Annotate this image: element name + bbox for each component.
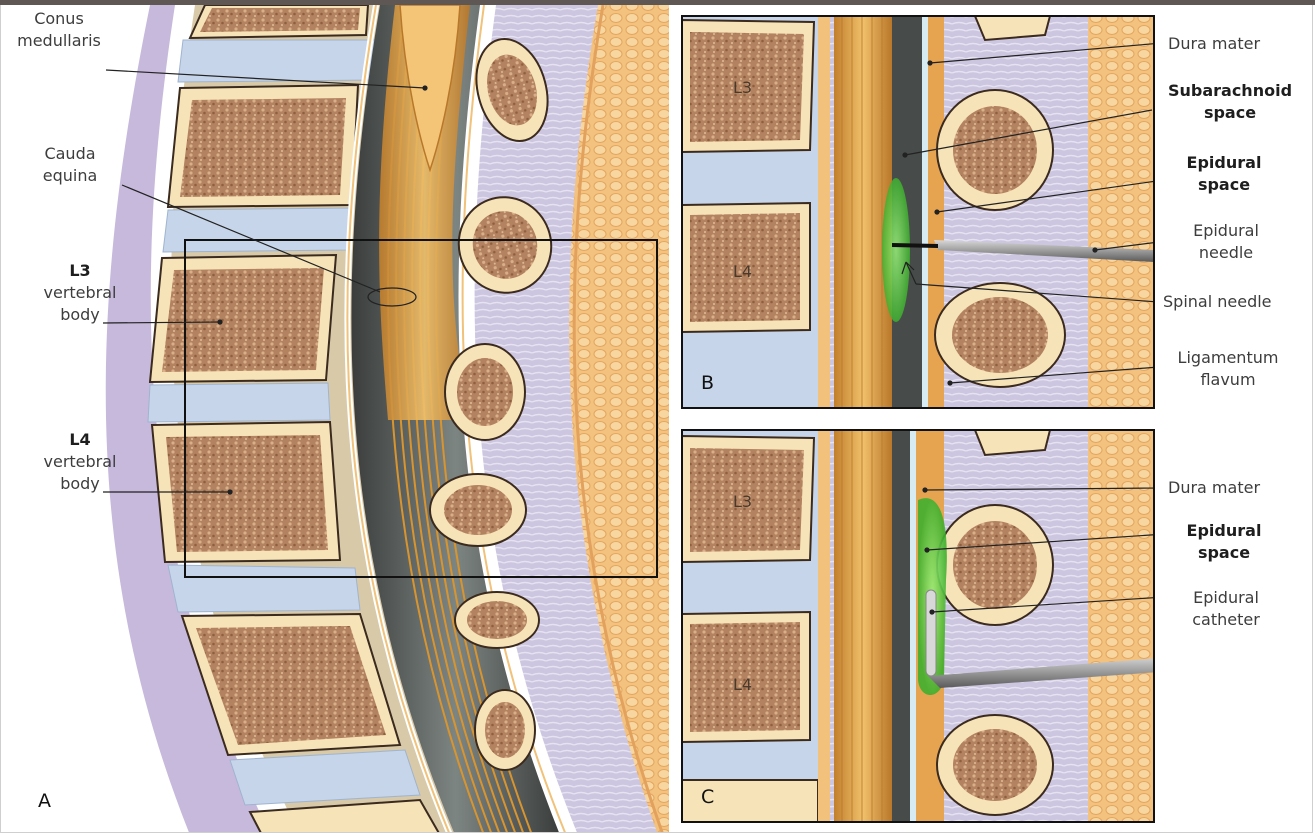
l4-label-line3: body (40, 473, 120, 495)
c-epidural-space-line2: space (1180, 542, 1268, 564)
l3-vertebral-body-label: L3 vertebral body (40, 260, 120, 326)
panel-b-letter: B (701, 372, 714, 394)
b-epidural-space-line1: Epidural (1180, 152, 1268, 174)
conus-medullaris-label: Conus medullaris (10, 8, 108, 52)
ligamentum-line2: flavum (1168, 369, 1288, 391)
panel-b-subarachnoid-label: Subarachnoid space (1160, 80, 1300, 124)
cauda-label-line1: Cauda (26, 143, 114, 165)
cauda-equina-label: Cauda equina (26, 143, 114, 187)
l4-label-line1: L4 (40, 429, 120, 451)
panel-b-epidural-space-label: Epidural space (1180, 152, 1268, 196)
panel-c-epidural-catheter-label: Epidural catheter (1180, 587, 1272, 631)
panel-c-l3-label: L3 (733, 492, 752, 511)
catheter-line2: catheter (1180, 609, 1272, 631)
l3-label-line1: L3 (40, 260, 120, 282)
panel-b-ligamentum-flavum-label: Ligamentum flavum (1168, 347, 1288, 391)
panel-b-l3-label: L3 (733, 78, 752, 97)
conus-label-line2: medullaris (10, 30, 108, 52)
conus-label-line1: Conus (10, 8, 108, 30)
cauda-label-line2: equina (26, 165, 114, 187)
epidural-needle-line2: needle (1180, 242, 1272, 264)
panel-c-dura-mater-label: Dura mater (1168, 477, 1260, 499)
b-epidural-space-line2: space (1180, 174, 1268, 196)
catheter-line1: Epidural (1180, 587, 1272, 609)
panel-b-spinal-needle-label: Spinal needle (1163, 291, 1272, 313)
panel-c-l4-label: L4 (733, 675, 752, 694)
panel-b-epidural-needle-label: Epidural needle (1180, 220, 1272, 264)
panel-c-epidural-space-label: Epidural space (1180, 520, 1268, 564)
panel-b-l4-label: L4 (733, 262, 752, 281)
l4-label-line2: vertebral (40, 451, 120, 473)
l3-label-line3: body (40, 304, 120, 326)
l3-label-line2: vertebral (40, 282, 120, 304)
panel-b-dura-mater-label: Dura mater (1168, 33, 1260, 55)
ligamentum-line1: Ligamentum (1168, 347, 1288, 369)
subarachnoid-line2: space (1160, 102, 1300, 124)
panel-a-letter: A (38, 790, 51, 812)
panel-c-letter: C (701, 786, 714, 808)
l4-vertebral-body-label: L4 vertebral body (40, 429, 120, 495)
epidural-needle-line1: Epidural (1180, 220, 1272, 242)
c-epidural-space-line1: Epidural (1180, 520, 1268, 542)
subarachnoid-line1: Subarachnoid (1160, 80, 1300, 102)
